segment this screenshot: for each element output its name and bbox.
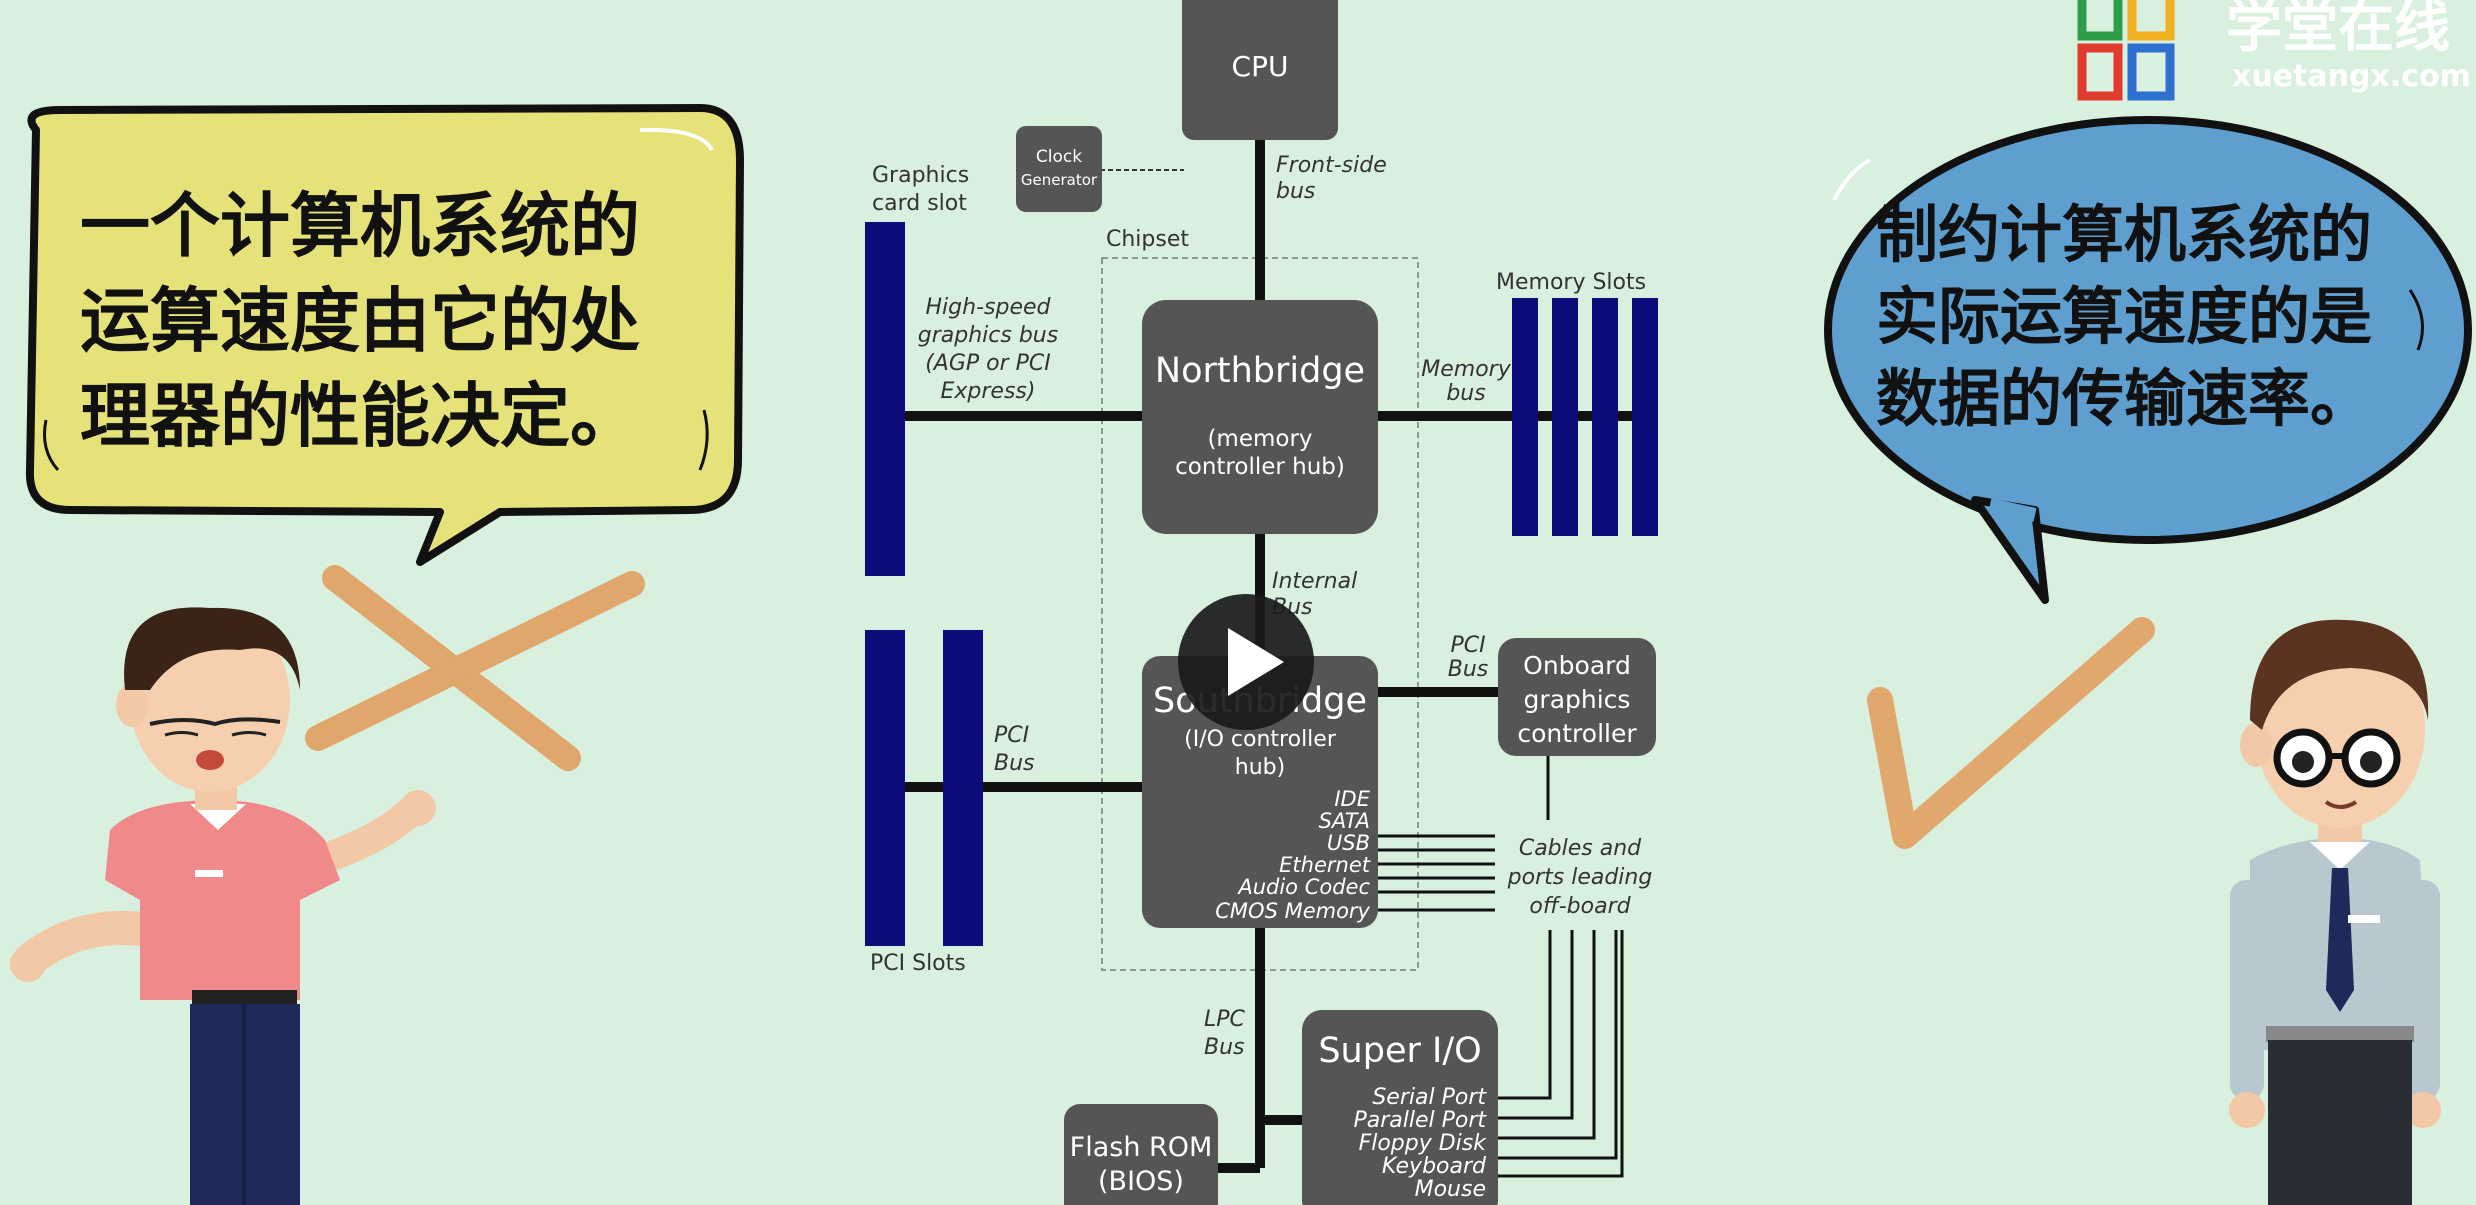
graphics-card-slot — [865, 222, 905, 576]
right-speech-bubble — [1824, 116, 2472, 604]
clock-generator-box — [1016, 126, 1102, 212]
onboard-graphics-label-3: controller — [1517, 719, 1637, 748]
memory-bus-label-2: bus — [1446, 381, 1485, 406]
memory-slot-1 — [1512, 298, 1538, 536]
logo-icon — [2077, 0, 2175, 101]
lpc-bus-label-1: LPC — [1204, 1007, 1246, 1032]
flash-rom-box — [1064, 1104, 1218, 1205]
right-bubble-line-3: 数据的传输速率。 — [1876, 362, 2372, 435]
northbridge-subtitle-2: controller hub) — [1175, 454, 1345, 480]
man-character — [2229, 619, 2441, 1205]
super-io-port-parallel: Parallel Port — [1353, 1108, 1487, 1133]
southbridge-subtitle-1: (I/O controller — [1184, 727, 1337, 752]
northbridge-title: Northbridge — [1155, 351, 1365, 391]
northbridge-subtitle-1: (memory — [1207, 426, 1312, 452]
pci-bus-right-label-2: Bus — [1448, 657, 1489, 682]
cables-label-2: ports leading — [1507, 865, 1653, 890]
logo-domain: xuetangx.com — [2232, 59, 2471, 94]
pci-slot-1 — [865, 630, 905, 946]
play-icon — [1228, 628, 1284, 696]
memory-bus-label-1: Memory — [1421, 357, 1511, 382]
super-io-port-floppy: Floppy Disk — [1359, 1131, 1488, 1156]
left-bubble-line-1: 一个计算机系统的 — [80, 185, 640, 267]
cables-label-3: off-board — [1529, 894, 1631, 919]
super-io-port-serial: Serial Port — [1372, 1085, 1487, 1110]
left-bubble-line-3: 理器的性能决定。 — [80, 375, 640, 457]
high-speed-bus-label-3: (AGP or PCI — [925, 351, 1051, 376]
memory-slot-2 — [1552, 298, 1578, 536]
memory-slots-label: Memory Slots — [1496, 270, 1646, 295]
high-speed-bus-label-2: graphics bus — [918, 323, 1058, 348]
southbridge-port-cmos: CMOS Memory — [1215, 899, 1370, 923]
flash-rom-label-2: (BIOS) — [1098, 1166, 1184, 1197]
pci-bus-right-label-1: PCI — [1450, 633, 1485, 658]
southbridge-port-lines — [1378, 834, 1495, 912]
southbridge-box — [1142, 656, 1378, 928]
pci-bus-left-label-2: Bus — [994, 751, 1035, 776]
onboard-graphics-box — [1498, 638, 1656, 756]
chipset-label: Chipset — [1106, 227, 1189, 252]
clock-label-2: Generator — [1021, 171, 1098, 189]
super-io-title: Super I/O — [1318, 1031, 1481, 1071]
logo-name: 学堂在线 — [2226, 0, 2450, 60]
southbridge-port-ethernet: Ethernet — [1279, 853, 1371, 877]
left-bubble-line-2: 运算速度由它的处 — [80, 280, 640, 362]
front-side-bus-label-1: Front-side — [1276, 153, 1387, 178]
pci-slots-label: PCI Slots — [870, 951, 966, 976]
play-button[interactable] — [1178, 594, 1314, 730]
lpc-bus-label-2: Bus — [1204, 1035, 1245, 1060]
pci-bus-left-label-1: PCI — [994, 723, 1029, 748]
super-io-port-keyboard: Keyboard — [1382, 1154, 1487, 1179]
memory-slot-4 — [1632, 298, 1658, 536]
high-speed-bus-label-1: High-speed — [926, 295, 1052, 320]
flash-rom-label-1: Flash ROM — [1070, 1132, 1213, 1163]
check-mark-icon — [1867, 617, 2155, 849]
super-io-cables — [1498, 930, 1624, 1178]
northbridge-box — [1142, 300, 1378, 534]
southbridge-subtitle-2: hub) — [1235, 755, 1285, 780]
graphics-card-slot-label-1: Graphics — [872, 163, 969, 188]
southbridge-port-usb: USB — [1327, 831, 1370, 855]
southbridge-port-ide: IDE — [1334, 787, 1370, 811]
onboard-graphics-label-1: Onboard — [1523, 651, 1631, 680]
super-io-port-mouse: Mouse — [1415, 1177, 1486, 1202]
internal-bus-label-1: Internal — [1272, 569, 1357, 594]
cpu-box — [1182, 0, 1338, 140]
front-side-bus-label-2: bus — [1276, 179, 1315, 204]
boy-character — [10, 607, 436, 1205]
pci-slot-2 — [943, 630, 983, 946]
memory-slot-3 — [1592, 298, 1618, 536]
cables-label-1: Cables and — [1519, 836, 1642, 861]
high-speed-bus-label-4: Express) — [941, 379, 1036, 404]
right-bubble-line-1: 制约计算机系统的 — [1876, 198, 2372, 271]
right-bubble-line-2: 实际运算速度的是 — [1876, 280, 2372, 353]
super-io-box — [1302, 1010, 1498, 1205]
southbridge-port-audio: Audio Codec — [1236, 875, 1370, 899]
cpu-label: CPU — [1232, 50, 1289, 83]
southbridge-port-sata: SATA — [1319, 809, 1370, 833]
onboard-graphics-label-2: graphics — [1524, 685, 1631, 714]
motherboard-diagram — [865, 0, 1658, 1205]
clock-label-1: Clock — [1036, 147, 1082, 167]
cross-mark-icon — [305, 565, 645, 771]
graphics-card-slot-label-2: card slot — [872, 191, 967, 216]
left-speech-bubble — [25, 104, 744, 566]
